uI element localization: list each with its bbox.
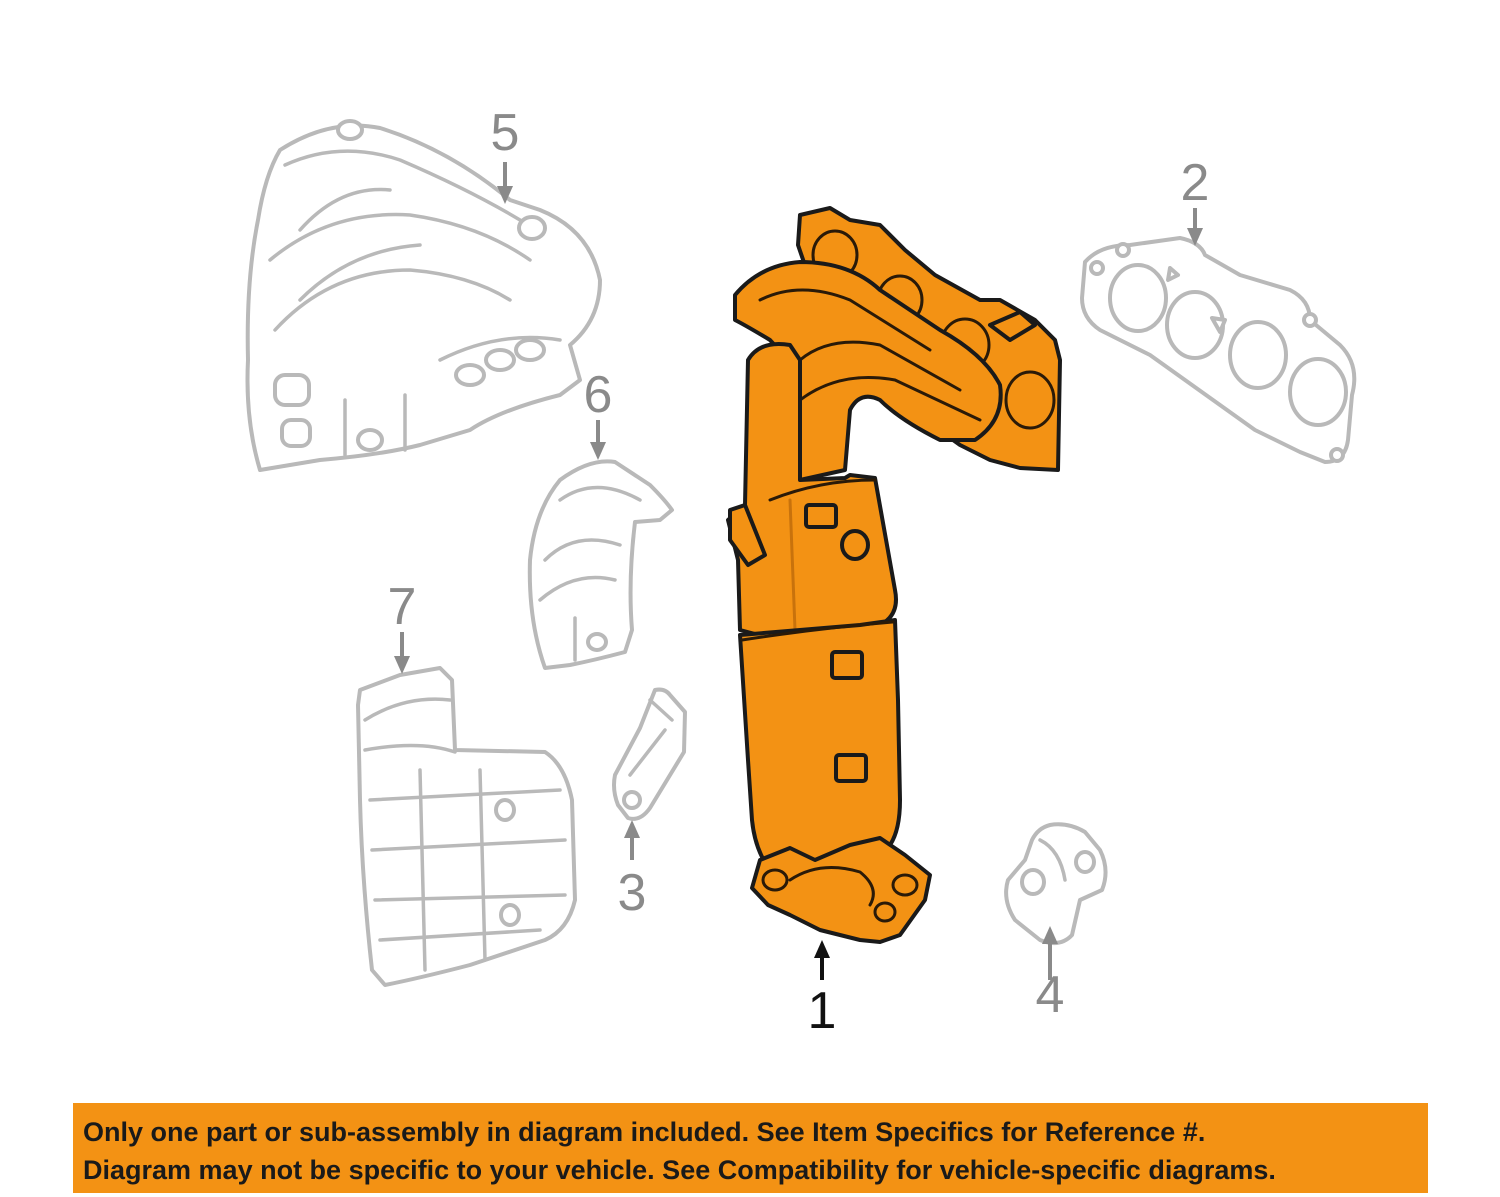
callout-3: 3 [618, 820, 647, 922]
part-1-exhaust-manifold[interactable] [726, 206, 1062, 944]
callout-label-2: 2 [1181, 154, 1210, 212]
part-2-manifold-gasket[interactable] [1080, 236, 1357, 464]
part-6-heat-insulator[interactable] [527, 459, 674, 670]
disclaimer-line-2: Diagram may not be specific to your vehi… [83, 1155, 1276, 1185]
callout-1: 1 [808, 940, 837, 1040]
callout-5: 5 [491, 104, 520, 204]
callout-label-7: 7 [388, 578, 417, 636]
callout-7: 7 [388, 578, 417, 674]
part-5-heat-shield[interactable] [245, 119, 602, 472]
callout-label-6: 6 [584, 366, 613, 424]
callout-6: 6 [584, 366, 613, 460]
callout-4: 4 [1036, 926, 1065, 1024]
callout-2: 2 [1181, 154, 1210, 246]
callout-label-5: 5 [491, 104, 520, 162]
parts-diagram: 5 2 6 7 3 4 1 [245, 104, 1357, 1040]
part-4-bracket[interactable] [1004, 822, 1108, 946]
callout-label-1: 1 [808, 982, 837, 1040]
callout-label-3: 3 [618, 864, 647, 922]
part-3-bracket[interactable] [612, 687, 687, 821]
disclaimer-line-1: Only one part or sub-assembly in diagram… [83, 1117, 1206, 1147]
part-7-heat-insulator[interactable] [356, 666, 577, 987]
callout-label-4: 4 [1036, 966, 1065, 1024]
disclaimer-banner: Only one part or sub-assembly in diagram… [73, 1103, 1428, 1193]
